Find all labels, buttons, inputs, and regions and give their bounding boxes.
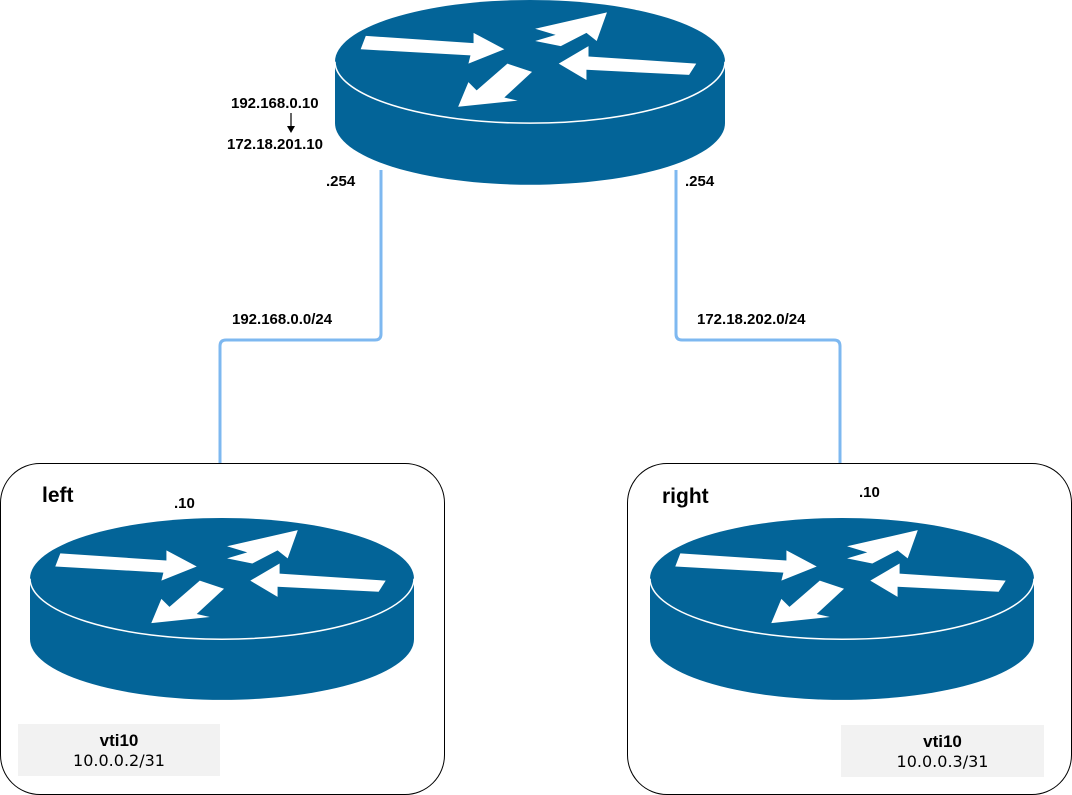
left-port: .10: [174, 495, 195, 512]
core-left-port: .254: [326, 173, 356, 190]
left-subnet-label: 192.168.0.0/24: [232, 311, 333, 328]
left-site-name: left: [42, 484, 74, 507]
core-router-icon[interactable]: [335, 0, 725, 195]
right-iface-address: 10.0.0.3/31: [896, 751, 989, 771]
arrow-down-icon: [287, 113, 295, 133]
core-right-port: .254: [685, 173, 715, 190]
right-port: .10: [859, 484, 880, 501]
link-right: [674, 170, 842, 522]
right-iface-box: vti10 10.0.0.3/31: [841, 725, 1044, 777]
right-iface-name: vti10: [923, 732, 962, 751]
left-iface-name: vti10: [99, 731, 139, 750]
nat-source-address: 192.168.0.10: [231, 95, 319, 112]
left-router-icon[interactable]: [30, 518, 414, 710]
nat-translated-address: 172.18.201.10: [227, 136, 323, 153]
right-router-icon[interactable]: [650, 518, 1034, 710]
left-iface-box: vti10 10.0.0.2/31: [18, 724, 220, 776]
right-site-name: right: [662, 485, 709, 508]
right-subnet-label: 172.18.202.0/24: [697, 311, 806, 328]
link-left: [218, 170, 383, 522]
left-iface-address: 10.0.0.2/31: [73, 750, 165, 770]
